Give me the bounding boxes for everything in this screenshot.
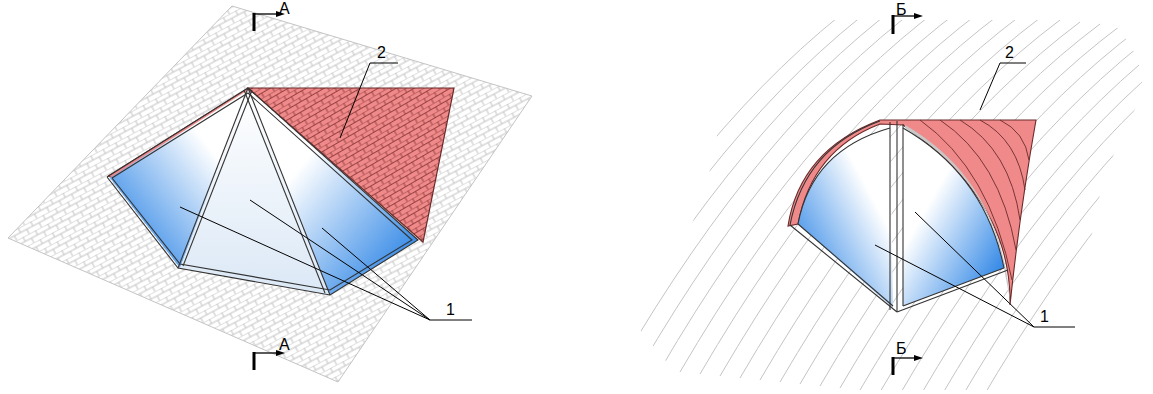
callout-number: 1 bbox=[1040, 308, 1049, 326]
callout-number: 2 bbox=[377, 44, 386, 62]
section-letter: А bbox=[279, 336, 290, 354]
callout-number: 1 bbox=[446, 301, 455, 319]
section-letter: Б bbox=[896, 1, 907, 19]
section-letter: А bbox=[279, 0, 290, 18]
callout-number: 2 bbox=[1005, 44, 1014, 62]
section-letter: Б bbox=[896, 340, 907, 358]
